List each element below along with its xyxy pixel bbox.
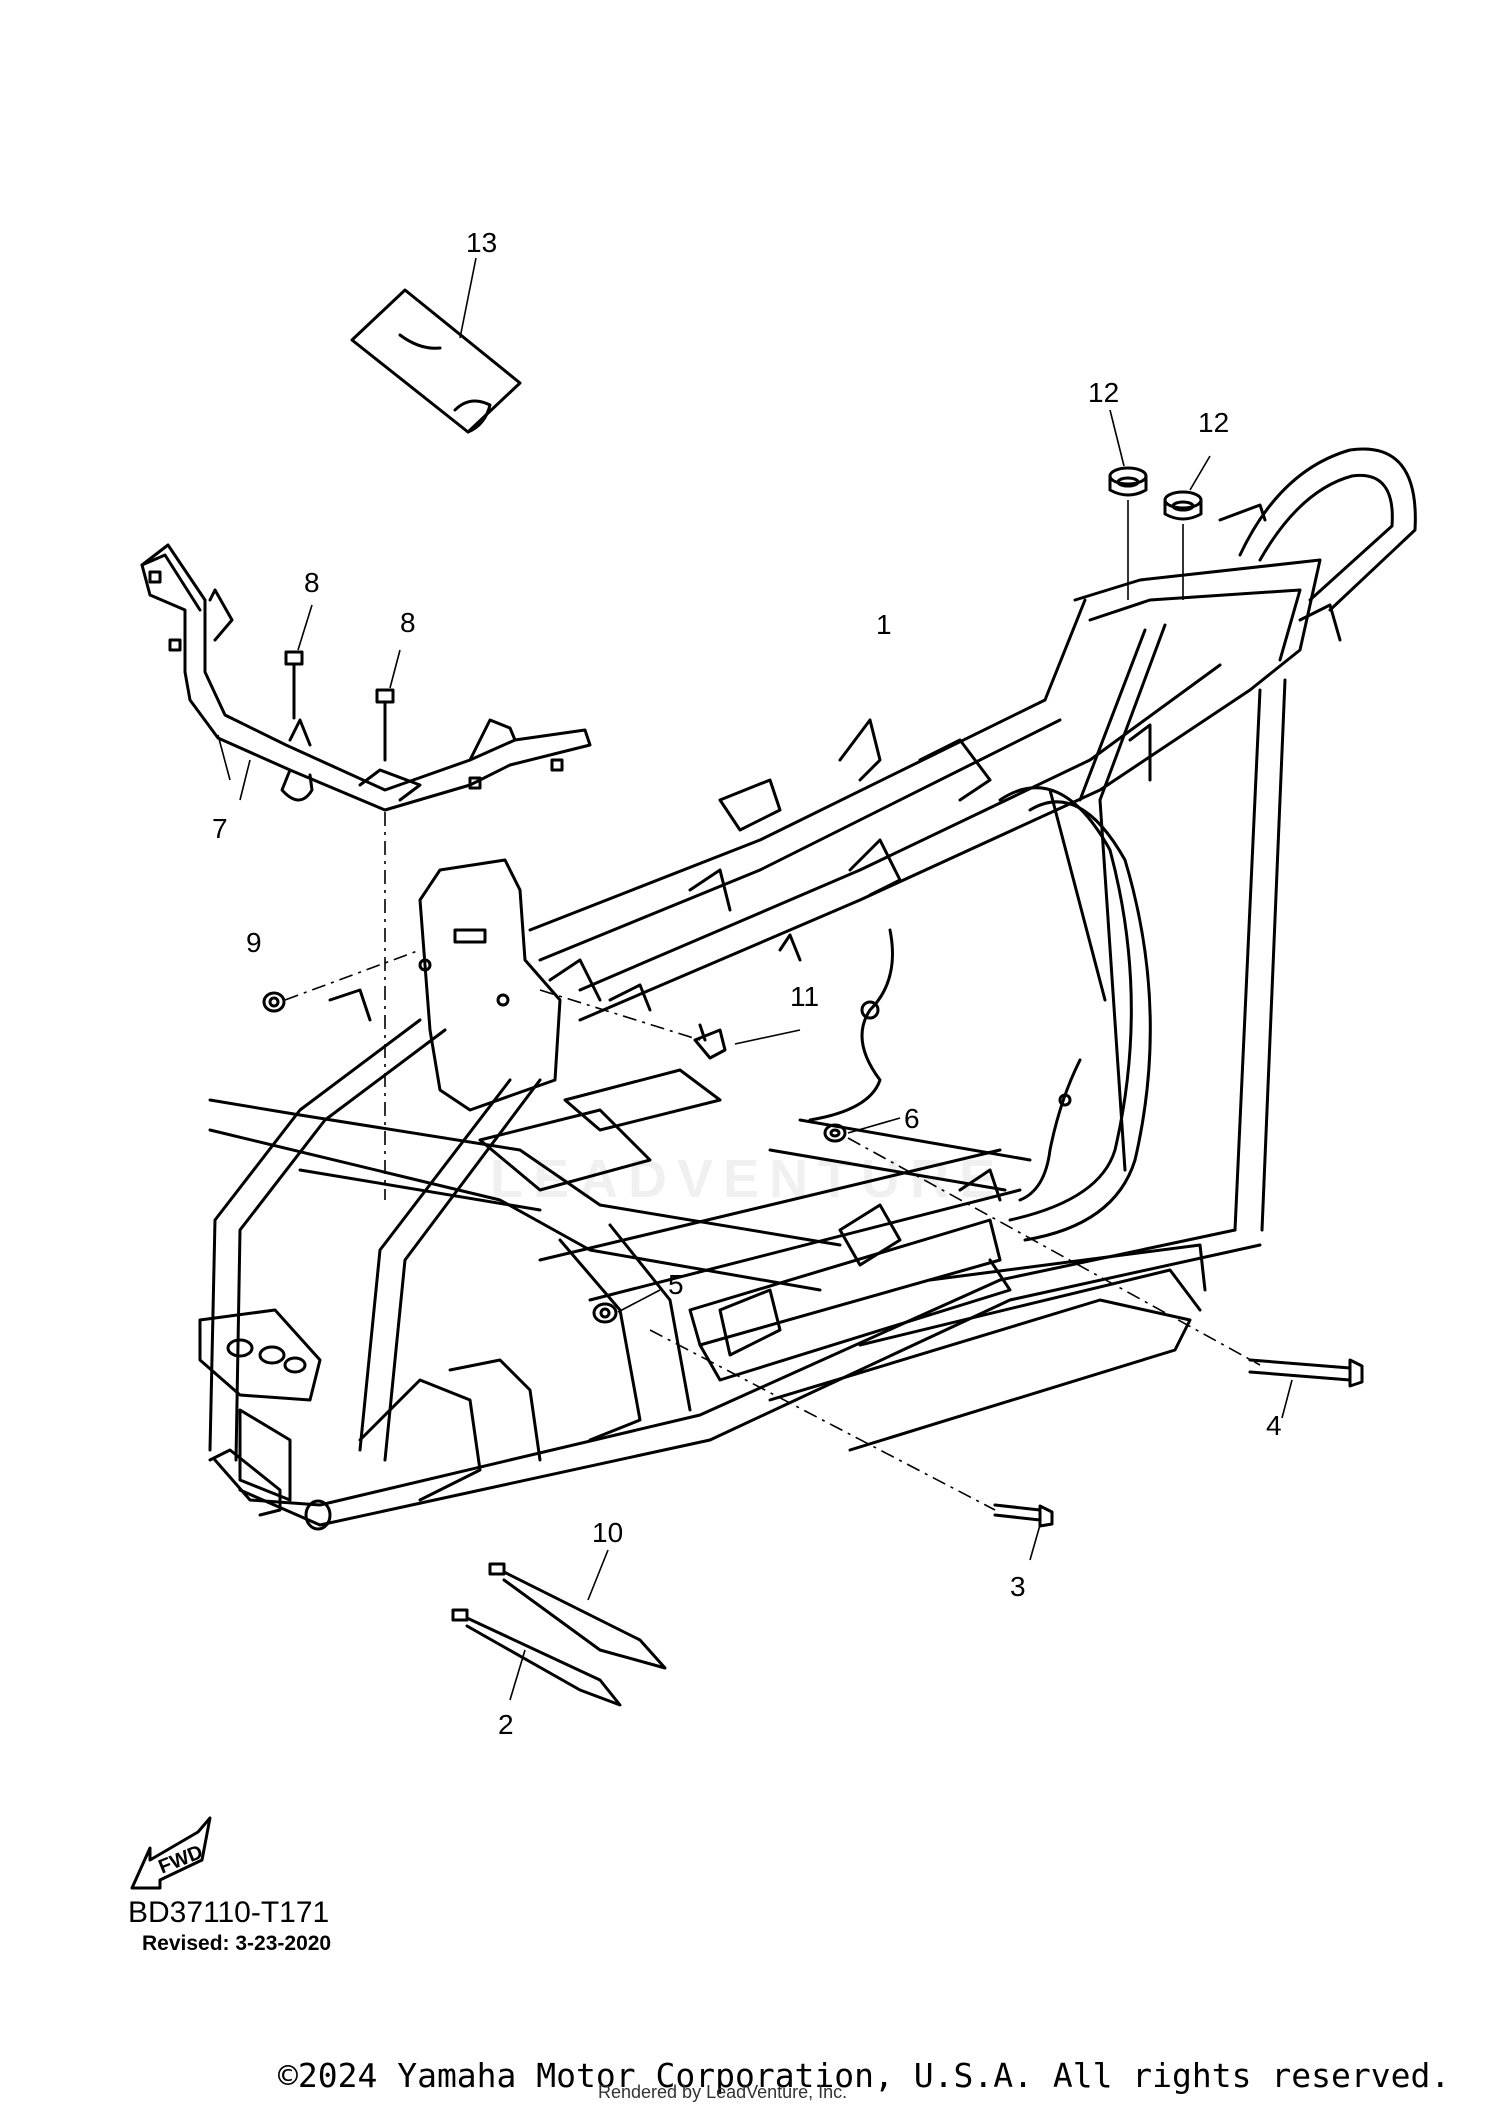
cable-tie-part[interactable]: [451, 1608, 622, 1707]
callout-12[interactable]: 12: [1088, 377, 1119, 408]
forward-arrow-icon: [130, 1816, 212, 1890]
fwd-label: FWD: [156, 1841, 206, 1878]
callout-2[interactable]: 2: [498, 1709, 514, 1740]
callout-1[interactable]: 1: [876, 609, 892, 640]
callout-13[interactable]: 13: [466, 227, 497, 258]
decal-pack-part[interactable]: [350, 288, 522, 434]
leader-lines: [217, 257, 1293, 1701]
callout-8[interactable]: 8: [304, 567, 320, 598]
bolt-part[interactable]: [284, 650, 304, 720]
callout-7[interactable]: 7: [212, 813, 228, 844]
diagram-code: BD37110-T171: [128, 1896, 330, 1929]
callout-3[interactable]: 3: [1010, 1571, 1026, 1602]
grommet-part[interactable]: [1108, 466, 1148, 497]
callout-12[interactable]: 12: [1198, 407, 1229, 438]
main-frame-part[interactable]: [198, 447, 1417, 1531]
watermark-text: LEADVENTURE: [490, 1149, 1006, 1209]
callout-9[interactable]: 9: [246, 927, 262, 958]
callout-10[interactable]: 10: [592, 1517, 623, 1548]
callout-5[interactable]: 5: [668, 1269, 684, 1300]
copyright-text: ©2024 Yamaha Motor Corporation, U.S.A. A…: [278, 2056, 1451, 2095]
rendered-by-text: Rendered by LeadVenture, Inc.: [598, 2082, 848, 2102]
swingarm-bolt-part[interactable]: [993, 1503, 1054, 1528]
bolt-part[interactable]: [375, 688, 395, 762]
nut-part[interactable]: [262, 991, 286, 1013]
callout-11[interactable]: 11: [790, 981, 819, 1012]
callout-4[interactable]: 4: [1266, 1410, 1282, 1441]
front-guard-part[interactable]: [140, 543, 592, 812]
grommet-part[interactable]: [1163, 490, 1203, 521]
nut-part[interactable]: [823, 1123, 847, 1143]
long-bolt-part[interactable]: [1248, 1358, 1364, 1388]
callout-8[interactable]: 8: [400, 607, 416, 638]
nut-part[interactable]: [592, 1302, 618, 1324]
callout-6[interactable]: 6: [904, 1103, 920, 1134]
revision-date: Revised: 3-23-2020: [142, 1932, 332, 1955]
clamp-part[interactable]: [693, 1023, 727, 1060]
cable-tie-part[interactable]: [488, 1562, 667, 1670]
